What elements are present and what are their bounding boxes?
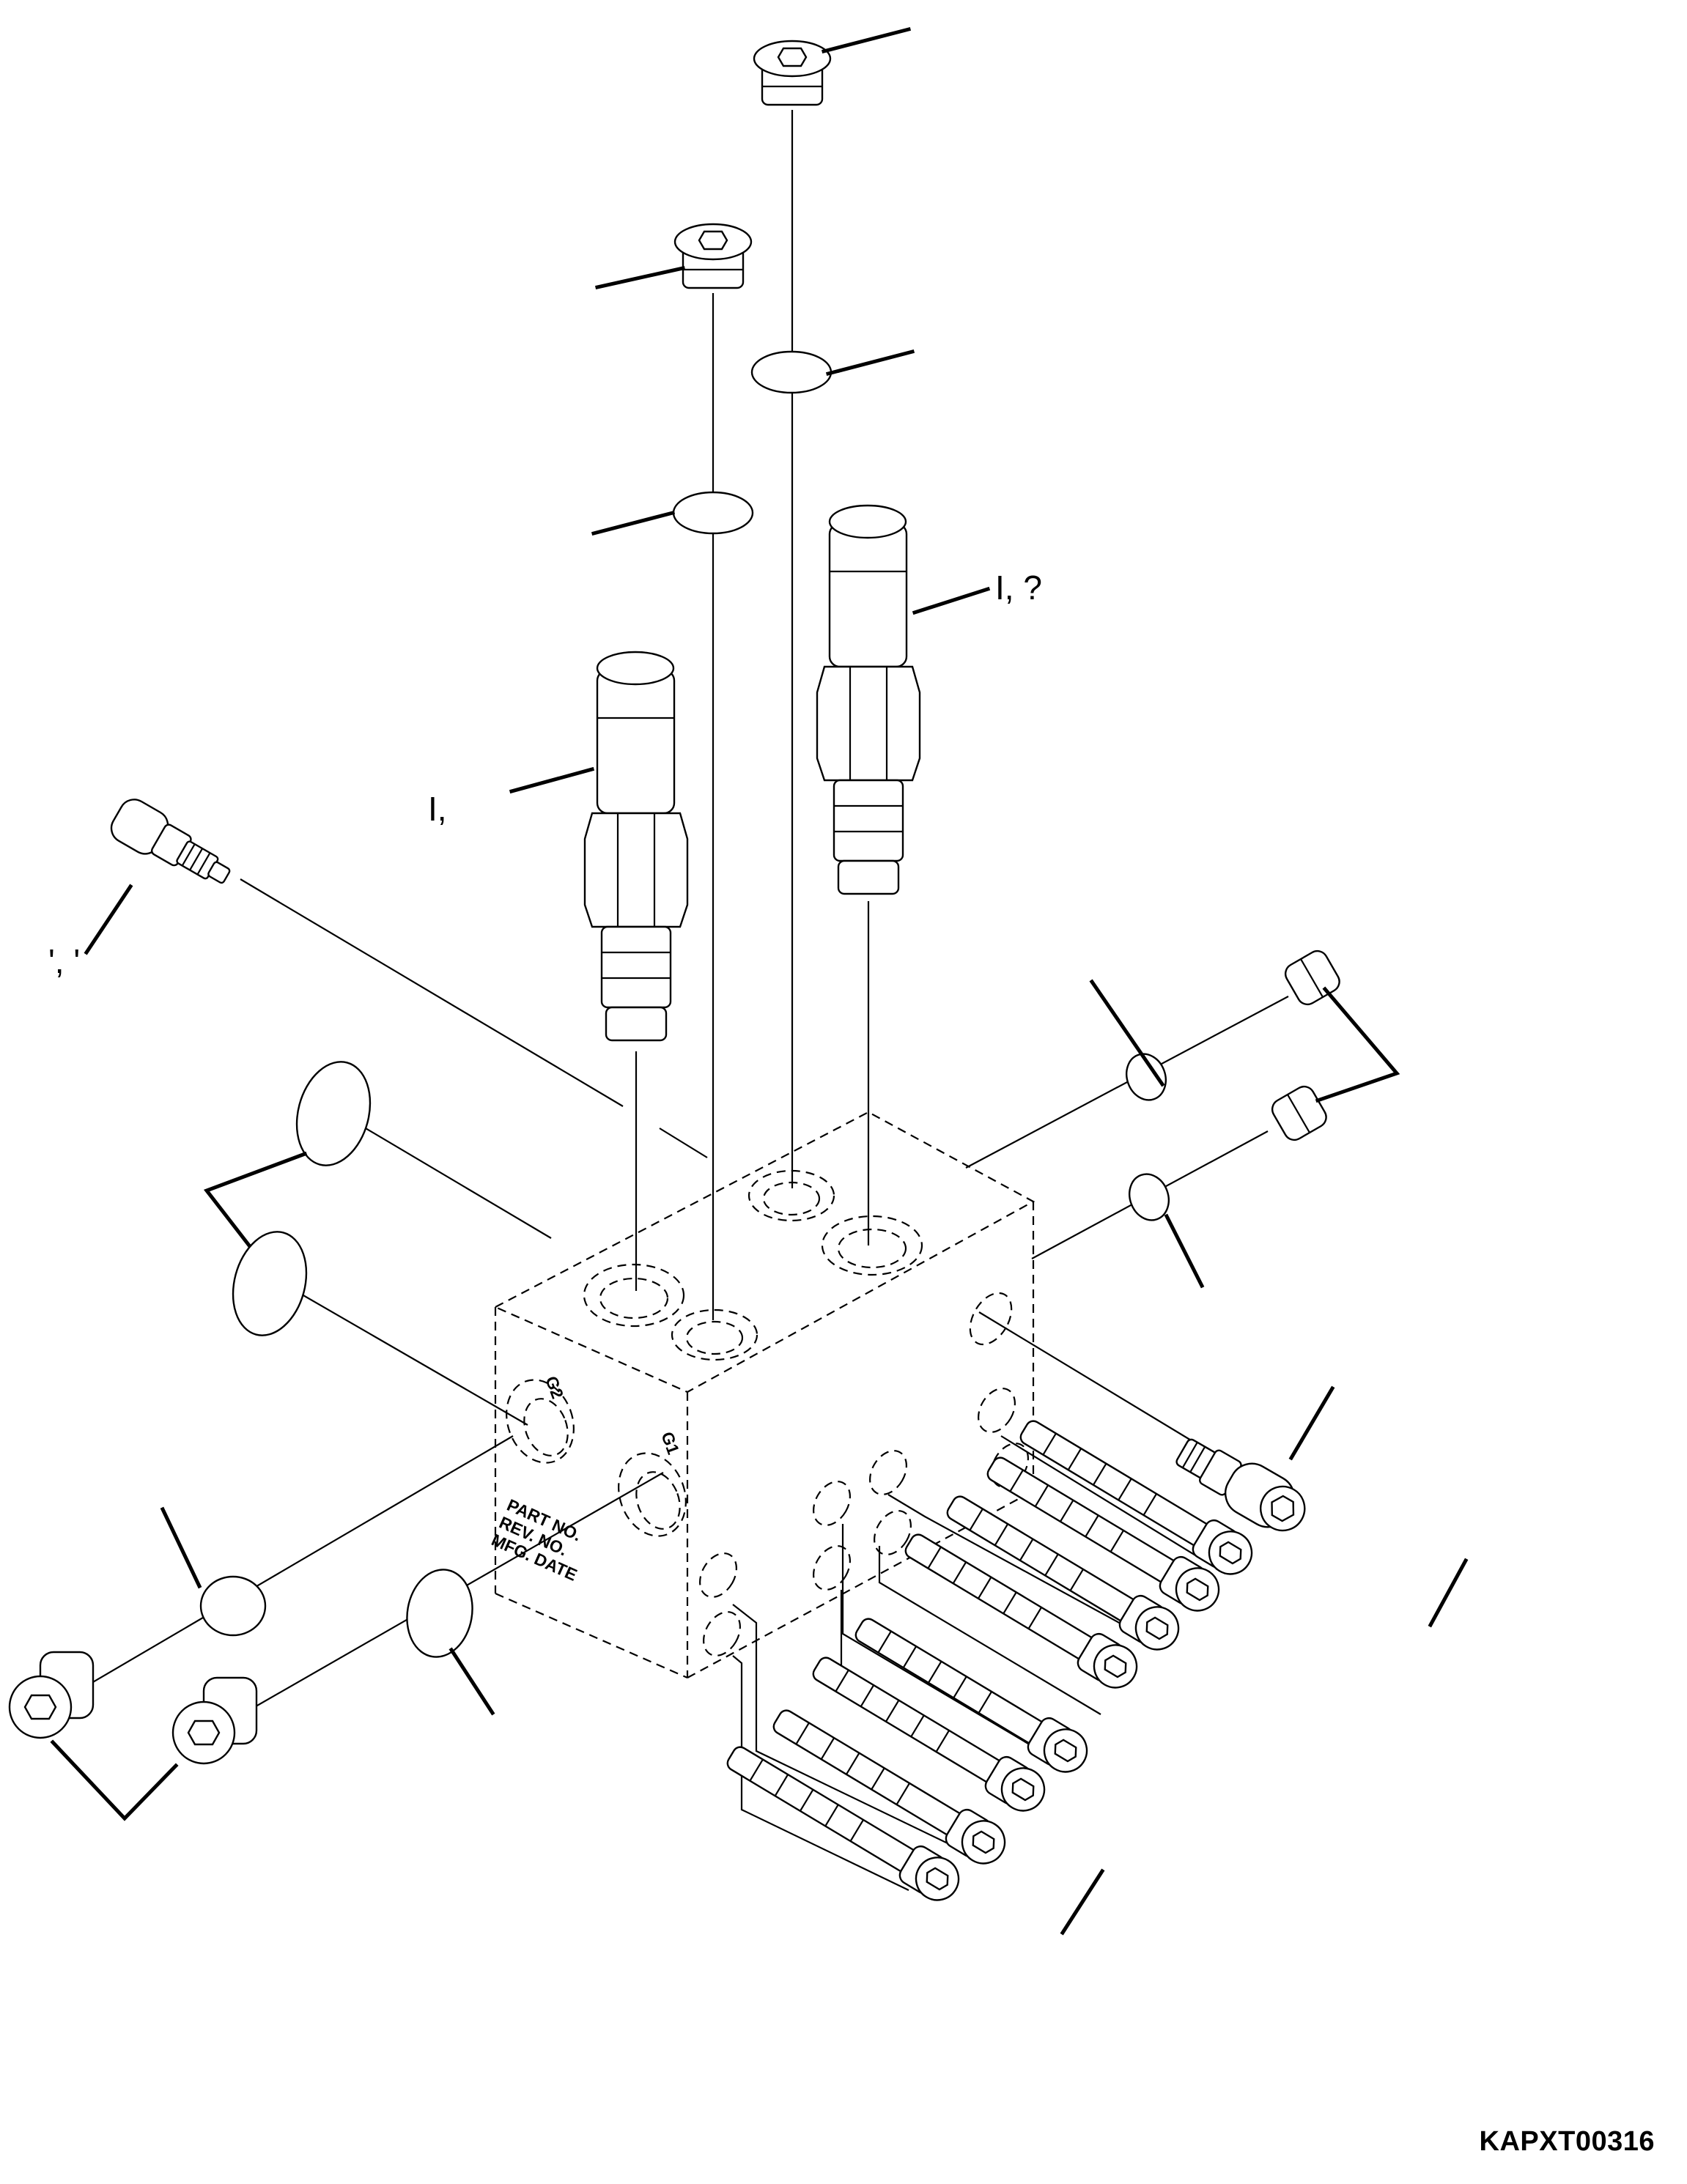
right-plug-lower [1271,1085,1327,1141]
check-valve-right [1175,1438,1306,1532]
socket-head-bolt [726,1746,960,1901]
relief-valve-right [816,504,921,895]
check-valve-left [110,799,231,884]
o-ring-upper [750,350,833,394]
o-ring-right-lower [1129,1173,1170,1221]
socket-head-bolt [986,1456,1220,1612]
top-plug-upper [753,40,832,106]
callout-relief-right: I, ? [995,569,1042,607]
socket-head-bolt [772,1709,1006,1865]
lower-left-plug-2 [171,1676,258,1765]
o-ring-large-left-upper [295,1061,372,1166]
top-plug-lower [673,223,753,289]
socket-head-bolt [1019,1420,1253,1575]
socket-head-bolt [904,1533,1138,1689]
o-ring-large-left-lower [232,1231,308,1336]
socket-head-bolt [946,1495,1180,1651]
port-label-g1: G1 [657,1429,683,1457]
leader-lines [50,26,1469,1936]
callout-relief-left: I, [428,790,447,828]
drawing-number: KAPXT00316 [1479,2126,1655,2157]
o-ring-lower-left-2 [406,1569,473,1658]
callout-check-valve: ', ' [48,942,80,980]
o-ring-right-upper [1126,1053,1167,1101]
bolt-set [726,1420,1253,1901]
o-ring-lower-left-1 [199,1575,267,1637]
relief-valve-left [583,651,689,1042]
socket-head-bolt [854,1618,1088,1773]
o-ring-lower [672,491,754,535]
lower-left-plug-1 [8,1651,95,1739]
socket-head-bolt [812,1656,1046,1812]
